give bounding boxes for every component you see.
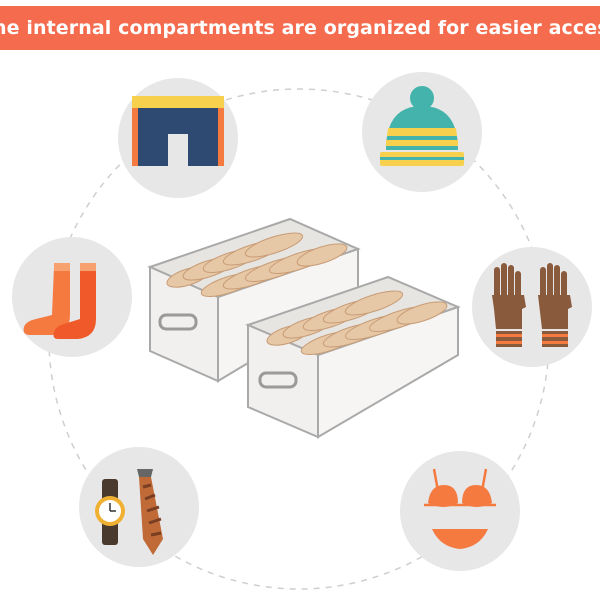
beanie-hat-icon bbox=[380, 86, 464, 166]
gloves-icon bbox=[492, 263, 572, 347]
storage-box-icon bbox=[147, 217, 461, 439]
hat-circle bbox=[362, 72, 482, 192]
banner-title: The internal compartments are organized … bbox=[0, 17, 600, 39]
tie-icon bbox=[137, 469, 163, 555]
watch-tie-circle bbox=[79, 447, 199, 567]
bikini-circle bbox=[400, 451, 520, 571]
socks-icon bbox=[23, 263, 96, 339]
title-banner: The internal compartments are organized … bbox=[0, 6, 600, 50]
socks-circle bbox=[12, 237, 132, 357]
gloves-circle bbox=[472, 247, 592, 367]
watch-icon bbox=[95, 479, 125, 545]
bikini-icon bbox=[424, 468, 496, 549]
shorts-circle bbox=[118, 78, 238, 198]
shorts-icon bbox=[132, 96, 224, 166]
